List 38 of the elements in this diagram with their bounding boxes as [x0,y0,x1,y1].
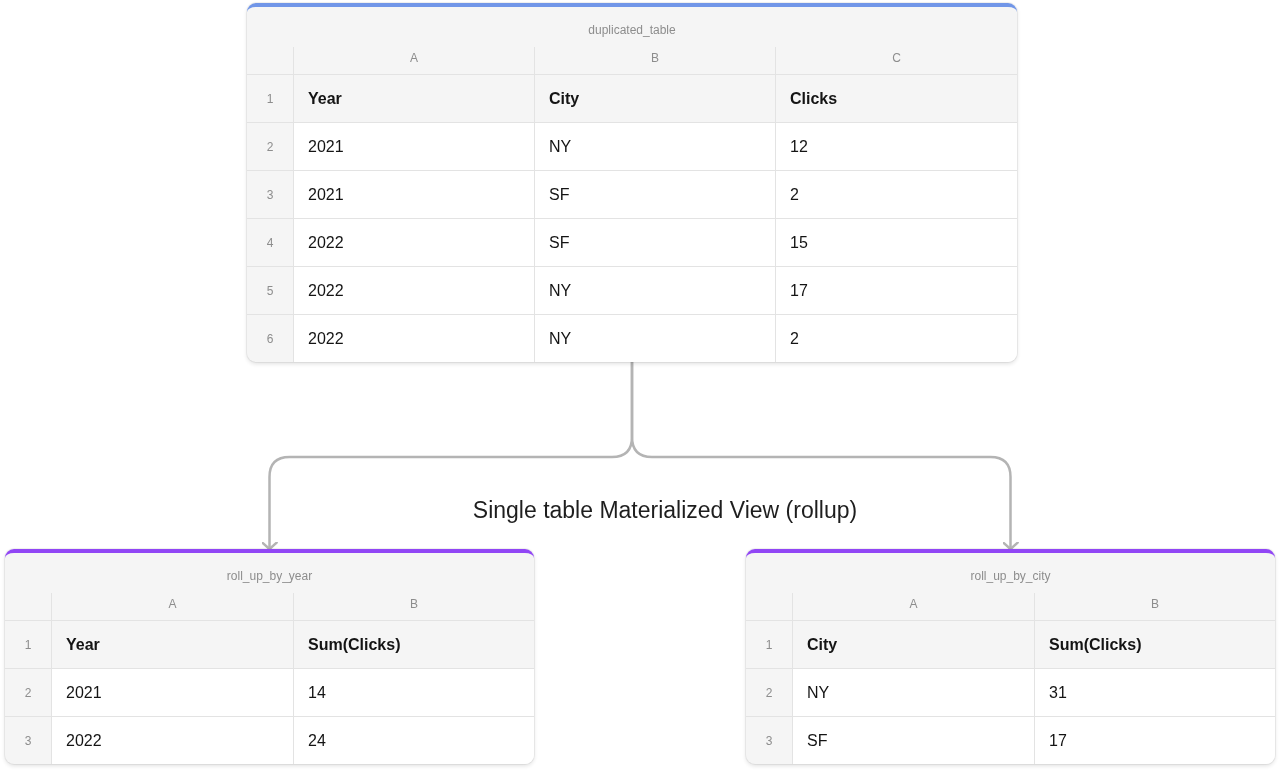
table-title: duplicated_table [588,23,676,37]
table-cell: 2 [775,314,1017,362]
view-label: Single table Materialized View (rollup) [472,496,858,524]
table-cell: 2022 [51,716,293,764]
column-heading: Year [51,620,293,668]
table-cell: SF [792,716,1034,764]
table-cell: 2022 [293,218,534,266]
column-heading: Sum(Clicks) [1034,620,1275,668]
column-heading: Clicks [775,74,1017,122]
table-cell: NY [534,266,775,314]
column-heading: Year [293,74,534,122]
table-cell: 31 [1034,668,1275,716]
table-cell: 2 [775,170,1017,218]
table-cell: NY [534,314,775,362]
table-card [5,549,534,764]
table-cell: 2021 [51,668,293,716]
table-cell: 14 [293,668,534,716]
table-title: roll_up_by_city [970,569,1051,583]
table-cell: 2022 [293,314,534,362]
table-cell: NY [792,668,1034,716]
arrow [630,360,1019,551]
table-title: roll_up_by_year [226,569,313,583]
table-cell: SF [534,170,775,218]
table-cell: 17 [775,266,1017,314]
table-cell: 2021 [293,170,534,218]
table-cell: NY [534,122,775,170]
table-card [746,549,1275,764]
column-heading: City [792,620,1034,668]
table-card [247,3,1017,362]
table-cell: 17 [1034,716,1275,764]
table-cell: 12 [775,122,1017,170]
table-cell: 15 [775,218,1017,266]
column-heading: City [534,74,775,122]
column-heading: Sum(Clicks) [293,620,534,668]
table-cell: 2022 [293,266,534,314]
table-cell: 24 [293,716,534,764]
table-cell: SF [534,218,775,266]
table-cell: 2021 [293,122,534,170]
